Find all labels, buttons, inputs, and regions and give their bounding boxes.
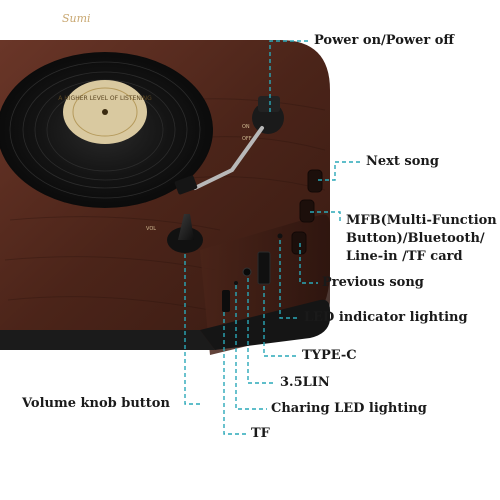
callout-previous-song: Previous song — [322, 275, 424, 290]
callout-led-indicator: LED indicator lighting — [304, 310, 468, 325]
volume-mark: VOL — [146, 226, 156, 232]
record-label-text: A HIGHER LEVEL OF LISTENING — [58, 95, 152, 102]
callout-volume-knob: Volume knob button — [22, 396, 170, 411]
power-on-mark: ON — [242, 124, 250, 130]
brand-logo: Sumi — [62, 12, 91, 25]
power-off-mark: OFF — [242, 136, 252, 142]
callout-aux: 3.5LIN — [280, 375, 330, 390]
callout-tf: TF — [251, 426, 270, 441]
callout-next-song: Next song — [366, 154, 439, 169]
callout-type-c: TYPE-C — [302, 348, 357, 363]
side-control-panel — [222, 169, 323, 312]
callout-mfb: MFB(Multi-Function Button)/Bluetooth/ Li… — [346, 213, 497, 264]
callout-charging-led: Charing LED lighting — [271, 401, 427, 416]
volume-knob: VOL — [146, 214, 203, 253]
callout-power: Power on/Power off — [314, 33, 455, 48]
vinyl-record: A HIGHER LEVEL OF LISTENING — [0, 52, 213, 208]
